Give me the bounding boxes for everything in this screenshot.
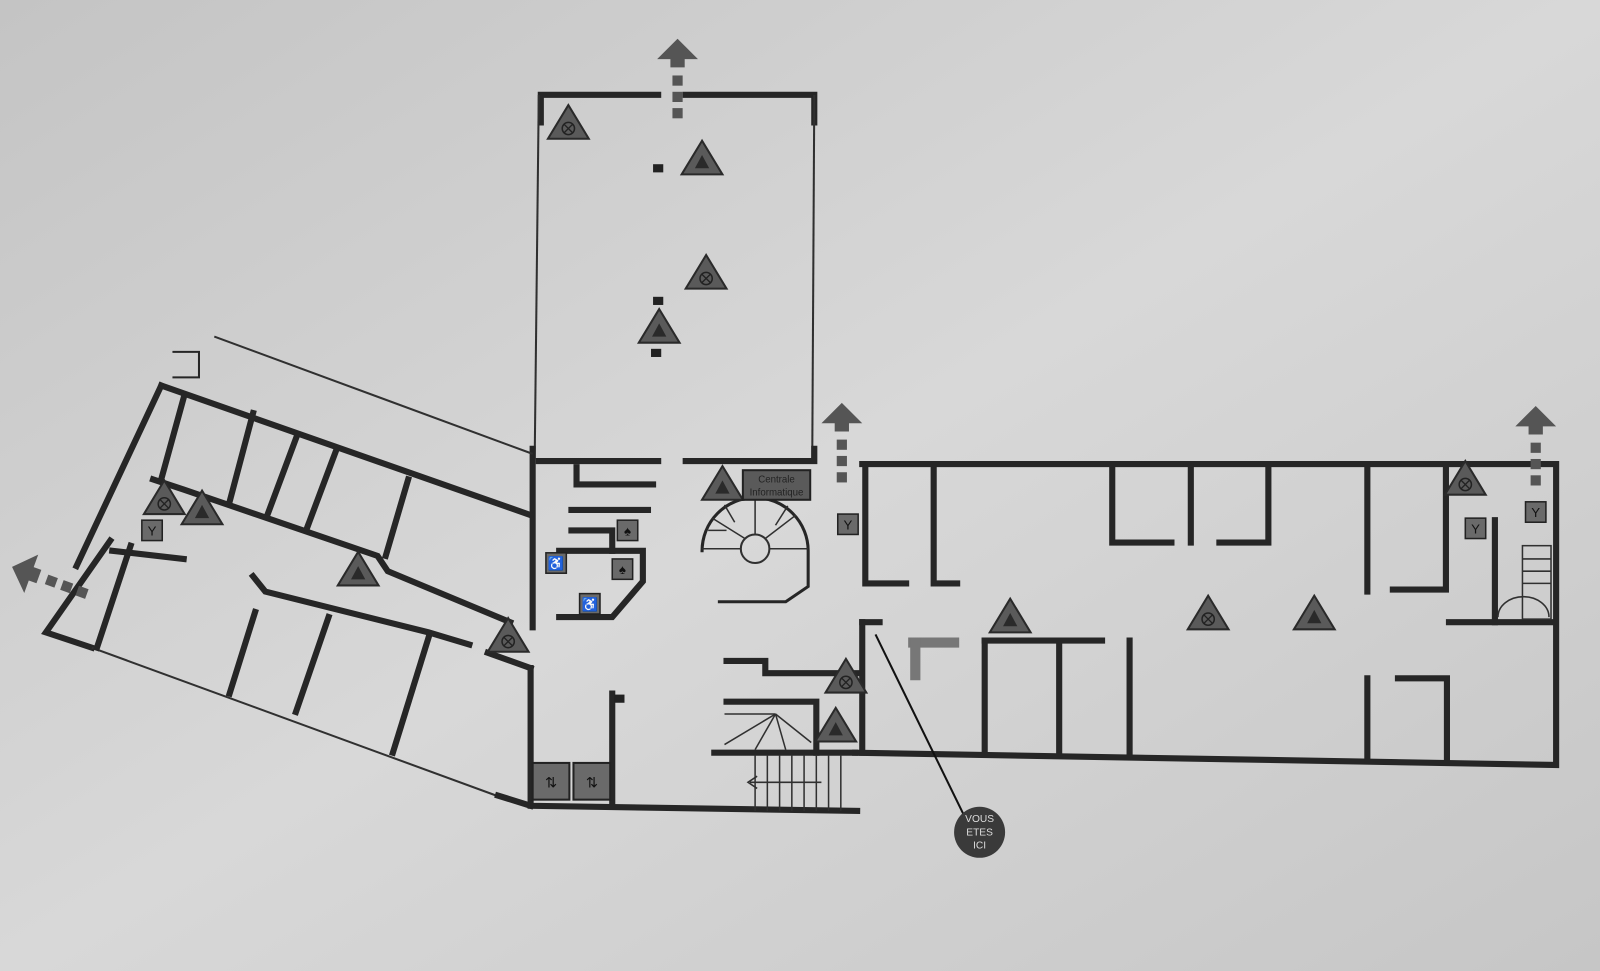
svg-text:Y: Y (844, 517, 853, 532)
exit-arrow-icon (1515, 405, 1557, 486)
fire-extinguisher-icon (1292, 593, 1337, 631)
fire-extinguisher-icon (700, 464, 745, 501)
svg-text:♠: ♠ (624, 523, 631, 538)
stairwell-south (724, 713, 842, 811)
svg-text:♠: ♠ (619, 562, 626, 577)
exit-arrow-icon (12, 554, 89, 599)
call-point-icon (651, 348, 662, 357)
restroom-icon: ♠ (616, 519, 639, 542)
svg-text:Y: Y (1531, 505, 1540, 520)
call-point-icon (653, 296, 664, 305)
you-are-here-line1: VOUS (965, 814, 994, 825)
fire-extinguisher-icon (335, 549, 381, 587)
alarm-trigger-icon (485, 616, 531, 653)
you-are-here-line3: ICI (973, 841, 986, 852)
server-room-label-line1: Centrale (758, 474, 795, 485)
walls (41, 91, 1560, 814)
server-room-label-line2: Informatique (750, 488, 804, 499)
you-are-here-marker: VOUS ETES ICI (874, 633, 1006, 858)
you-are-here-line2: ETES (966, 827, 993, 838)
elevator-icon: ⇅ ⇅ (531, 761, 612, 801)
server-room-label: Centrale Informatique (741, 469, 812, 501)
fire-extinguisher-icon (813, 705, 858, 743)
wheelchair-icon: ♿ (545, 552, 568, 574)
fire-hose-icon: Y (1524, 501, 1547, 523)
svg-text:⇅: ⇅ (586, 775, 598, 791)
fire-hose-icon: Y (836, 513, 859, 536)
exit-arrow-icon (657, 38, 698, 119)
fire-hose-icon: Y (1464, 517, 1487, 540)
fire-extinguisher-icon (679, 138, 725, 176)
alarm-trigger-icon (1443, 459, 1488, 496)
svg-text:Y: Y (148, 523, 157, 538)
svg-text:♿: ♿ (548, 555, 565, 571)
fire-extinguisher-icon (987, 596, 1033, 634)
svg-text:⇅: ⇅ (545, 775, 557, 791)
alarm-trigger-icon (546, 103, 591, 140)
alarm-trigger-icon (683, 253, 729, 290)
svg-text:Y: Y (1471, 521, 1480, 536)
alarm-trigger-icon (142, 478, 187, 516)
wheelchair-icon: ♿ (578, 592, 601, 615)
stairwell-east (1497, 544, 1552, 620)
exit-arrow-icon (821, 402, 863, 483)
fire-extinguisher-icon (636, 307, 682, 344)
alarm-trigger-icon (823, 656, 869, 694)
alarm-trigger-icon (1185, 593, 1231, 631)
fire-hose-icon: Y (141, 519, 164, 542)
call-point-icon (653, 164, 664, 173)
restroom-icon: ♠ (611, 558, 634, 581)
svg-text:♿: ♿ (582, 596, 599, 612)
fire-extinguisher-icon (179, 488, 225, 526)
call-point-icon (614, 694, 625, 703)
